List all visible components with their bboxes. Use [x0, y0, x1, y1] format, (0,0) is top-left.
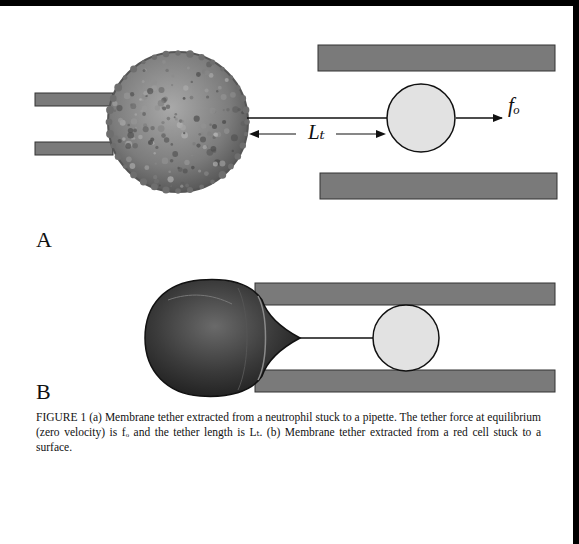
neutrophil-cell: [106, 50, 250, 194]
length-arrow: [258, 133, 296, 134]
force-pipette: [255, 370, 555, 392]
bead: [387, 84, 455, 152]
bead: [373, 305, 439, 371]
frame-bar: [573, 0, 579, 544]
figure-caption: FIGURE 1 (a) Membrane tether extracted f…: [36, 410, 541, 455]
tether: [300, 337, 373, 339]
red-cell: [145, 280, 300, 397]
holding-pipette: [35, 142, 113, 155]
force-arrow: [456, 117, 502, 119]
force-pipette: [318, 45, 555, 71]
length-arrow: [336, 133, 376, 134]
holding-pipette: [35, 93, 113, 106]
panel-letter: B: [36, 380, 51, 404]
force-pipette: [255, 283, 555, 305]
force-pipette: [320, 173, 557, 199]
length-arrowhead: [249, 130, 259, 138]
tether: [247, 117, 387, 119]
length-label: Lₜ: [306, 121, 327, 144]
force-label: fₒ: [508, 94, 520, 117]
panel-letter: A: [36, 228, 52, 252]
frame-bar: [0, 0, 579, 6]
length-arrowhead: [376, 130, 386, 138]
